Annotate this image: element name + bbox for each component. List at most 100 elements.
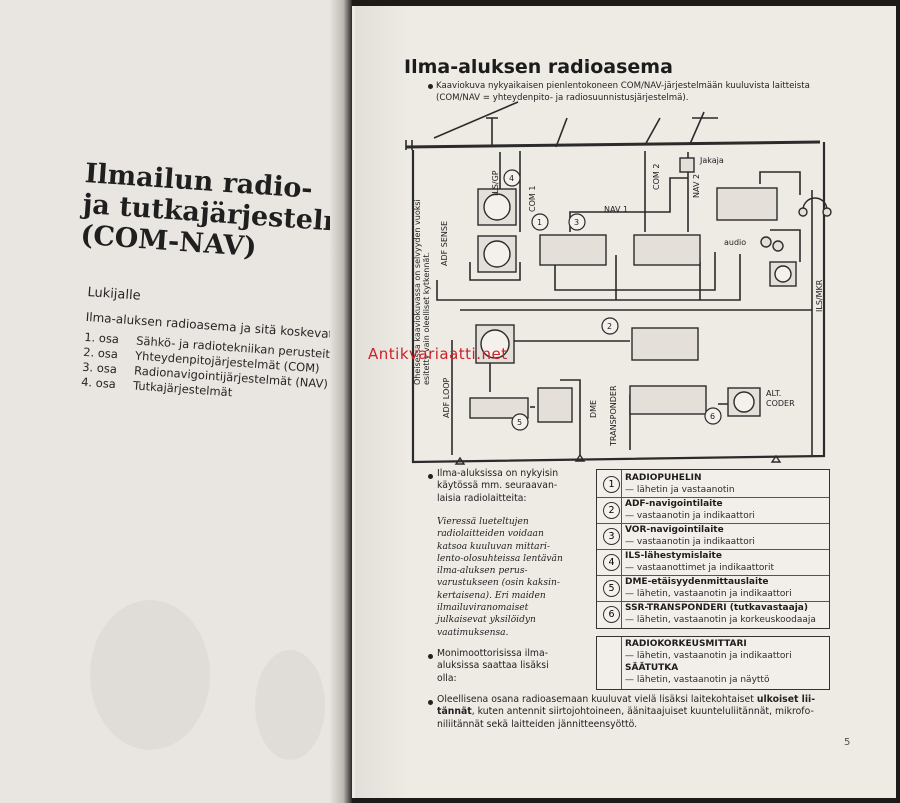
- text-line: ilmailuviranomaiset: [437, 603, 529, 614]
- row-divider: [597, 523, 829, 524]
- text-line: käytössä mm. seuraavan-: [437, 480, 558, 492]
- com1-label: COM 1: [528, 185, 537, 212]
- watermark: Antikvariaatti.net: [368, 345, 508, 363]
- com-nav-1-unit: [539, 234, 607, 266]
- marker-1: [531, 213, 549, 231]
- alt-label: ALT.: [766, 389, 781, 398]
- marker-3: [568, 213, 586, 231]
- bullet-external-connections: Oleellisena osana radioasemaan kuuluvat …: [437, 694, 837, 731]
- marker-label: 2: [607, 322, 612, 331]
- item-name: ILS-lähestymislaite: [625, 551, 722, 561]
- adf-sense-label: ADF SENSE: [440, 220, 449, 266]
- item-name: SSR-TRANSPONDERI (tutkavastaaja): [625, 603, 808, 613]
- adf-receiver: [631, 327, 699, 361]
- text-run: , kuten antennit siirtojohtoineen, äänit…: [471, 706, 814, 718]
- page-title: Ilma-aluksen radioasema: [404, 56, 673, 78]
- marker-label: 4: [509, 174, 514, 183]
- page-number: 5: [844, 737, 851, 748]
- row-divider: [597, 601, 829, 602]
- text-run: Oleellisena osana radioasemaan kuuluvat …: [437, 694, 757, 705]
- headset-icon: [802, 197, 828, 211]
- bullet-dot: [428, 474, 433, 479]
- text-line: tännät, kuten antennit siirtojohtoineen,…: [437, 706, 837, 718]
- audio-label: audio: [724, 238, 746, 247]
- antenna-mast: [486, 117, 498, 147]
- marker-label: 5: [517, 418, 522, 427]
- item-desc: — lähetin, vastaanotin ja indikaattori: [625, 651, 792, 661]
- item-desc: — vastaanotin ja indikaattori: [625, 511, 755, 521]
- text-line: Vieressä lueteltujen: [437, 517, 529, 527]
- item-number: 6: [603, 606, 620, 623]
- item-name: DME-etäisyydenmittauslaite: [625, 577, 769, 587]
- extra-equipment-table: RADIOKORKEUSMITTARI — lähetin, vastaanot…: [596, 636, 830, 690]
- antenna-mast: [644, 117, 661, 146]
- text-line: katsoa kuuluvan mittari-: [437, 541, 550, 552]
- text-line: laisia radiolaitteita:: [437, 492, 527, 504]
- bullet-dot: [428, 84, 433, 89]
- audio-panel: [716, 187, 778, 221]
- text-line: Oleellisena osana radioasemaan kuuluvat …: [437, 694, 837, 706]
- bullet-multi-engine: Monimoottorisissa ilma- aluksissa saatta…: [437, 648, 549, 685]
- frame-line: [411, 142, 826, 464]
- bullet-dot: [428, 654, 433, 659]
- item-desc: — vastaanotin ja indikaattori: [625, 537, 755, 547]
- nav2-label: NAV 2: [692, 173, 701, 198]
- transponder-unit: [629, 385, 707, 415]
- com2-label: COM 2: [652, 163, 661, 190]
- item-number: 2: [603, 502, 620, 519]
- antenna-mast: [555, 117, 568, 148]
- figure-caption: Kaaviokuva nykyaikaisen pienlentokoneen …: [436, 80, 810, 104]
- item-desc: — lähetin ja vastaanotin: [625, 485, 735, 495]
- text-run-bold: tännät: [437, 706, 472, 718]
- nav1-label: NAV 1: [604, 205, 628, 214]
- coder-label: CODER: [766, 399, 795, 408]
- left-page: Ilmailun radio- ja tutkajärjestelmät (CO…: [0, 0, 408, 803]
- audio-bus: [436, 254, 741, 301]
- page-shadow: [355, 6, 410, 798]
- item-name: SÄÄTUTKA: [625, 663, 679, 673]
- item-number: 1: [603, 476, 620, 493]
- row-divider: [597, 575, 829, 576]
- text-line: kertaisena). Eri maiden: [437, 590, 546, 601]
- text-run-bold: ulkoiset lii-: [756, 694, 816, 705]
- bullet-devices: Ilma-aluksissa on nykyisin käytössä mm. …: [437, 468, 558, 505]
- adf-loop-label: ADF LOOP: [442, 377, 451, 418]
- marker-label: 1: [537, 218, 542, 227]
- item-number: 3: [603, 528, 620, 545]
- ils-mkr-label: ILS/MKR: [815, 279, 824, 312]
- marker-label: 6: [710, 412, 715, 421]
- row-divider: [597, 549, 829, 550]
- nav1-feed: [569, 177, 688, 232]
- book-gutter: [330, 0, 352, 803]
- equipment-table: 1 RADIOPUHELIN — lähetin ja vastaanotin …: [596, 469, 830, 629]
- row-divider: [597, 497, 829, 498]
- text-line: Monimoottorisissa ilma-: [437, 648, 549, 659]
- item-name: ADF-navigointilaite: [625, 499, 723, 509]
- transponder-label: TRANSPONDER: [609, 385, 618, 446]
- marker-4: [503, 169, 521, 187]
- text-line: vaatimuksensa.: [437, 627, 509, 638]
- antenna-mast: [689, 111, 718, 145]
- item-name: RADIOPUHELIN: [625, 473, 702, 483]
- caption-line: (COM/NAV = yhteydenpito- ja radiosuunnis…: [436, 93, 689, 103]
- marker-label: 3: [574, 218, 579, 227]
- ils-gp-label: ILS/GP: [491, 170, 500, 196]
- caption-line: Kaaviokuva nykyaikaisen pienlentokoneen …: [436, 81, 810, 91]
- dme-label: DME: [589, 399, 598, 418]
- item-desc: — lähetin, vastaanotin ja korkeuskoodaaj…: [625, 615, 816, 625]
- mic-icon: [760, 236, 772, 248]
- text-line: aluksissa saattaa lisäksi: [437, 660, 549, 672]
- marker-6: [704, 407, 722, 425]
- antenna-bus: [405, 140, 821, 149]
- text-line: olla:: [437, 672, 457, 684]
- text-line: ilma-aluksen perus-: [437, 566, 528, 577]
- jakaja-label: Jakaja: [699, 156, 724, 165]
- text-line: niliitännät sekä laitteiden jännitteensy…: [437, 718, 638, 730]
- column-divider: [621, 637, 622, 689]
- item-desc: — lähetin, vastaanotin ja indikaattori: [625, 589, 792, 599]
- marker-5: [511, 413, 529, 431]
- text-line: julkaisevat yksilöidyn: [437, 615, 536, 626]
- text-line: Ilma-aluksissa on nykyisin: [437, 468, 559, 479]
